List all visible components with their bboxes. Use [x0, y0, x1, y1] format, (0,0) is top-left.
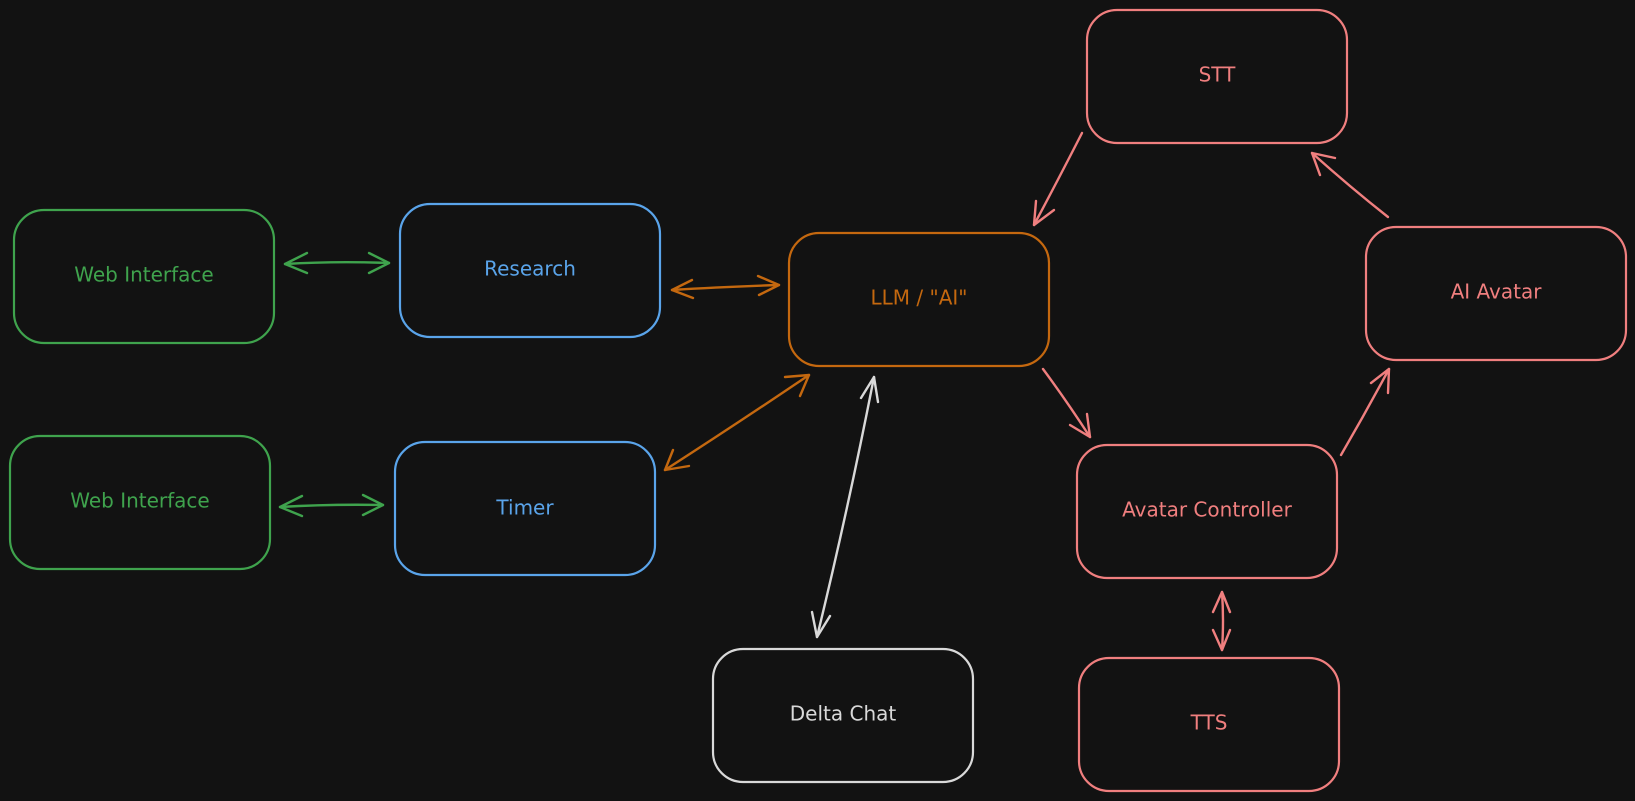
node-label: Timer [495, 496, 554, 520]
edge-line [1220, 590, 1225, 652]
node-box [398, 202, 662, 339]
edge-llm-avatar-controller [1041, 367, 1092, 439]
arrowhead-end [1310, 151, 1337, 177]
node-avatar-controller[interactable]: Avatar Controller [1075, 443, 1339, 580]
node-box [12, 208, 276, 345]
node-box [711, 647, 975, 784]
node-box [1077, 656, 1341, 793]
arrowhead-start [670, 278, 695, 300]
node-label: Research [484, 257, 576, 281]
arrowhead-start [859, 375, 880, 404]
edge-line [670, 283, 781, 292]
arrowhead-end [367, 251, 391, 275]
arrowhead-start [1211, 590, 1232, 614]
edge-line [663, 373, 811, 472]
node-tts[interactable]: TTS [1077, 656, 1341, 793]
arrowhead-end [1032, 199, 1056, 227]
node-label: Avatar Controller [1122, 498, 1292, 522]
node-label: Web Interface [70, 489, 210, 513]
node-label: AI Avatar [1451, 280, 1543, 304]
edge-avatar-controller-ai-avatar [1339, 367, 1391, 457]
node-box [1085, 8, 1349, 145]
edge-line [1339, 367, 1391, 457]
node-web-interface-1[interactable]: Web Interface [12, 208, 276, 345]
arrowhead-start [663, 448, 691, 472]
node-delta-chat[interactable]: Delta Chat [711, 647, 975, 784]
edge-web-interface-1-research [283, 251, 391, 275]
node-box [8, 434, 272, 571]
edge-line [278, 503, 385, 509]
arrowhead-start [283, 251, 309, 275]
arrowhead-end [1369, 367, 1391, 395]
arrowhead-end [361, 493, 385, 517]
edge-line [815, 375, 876, 639]
node-stt[interactable]: STT [1085, 8, 1349, 145]
edge-research-llm [670, 274, 781, 300]
edge-line [283, 261, 391, 266]
edge-line [1041, 367, 1092, 439]
arrowhead-end [756, 274, 781, 297]
edge-web-interface-2-timer [278, 493, 385, 518]
edge-ai-avatar-stt [1310, 151, 1390, 219]
node-label: LLM / "AI" [871, 286, 968, 310]
node-layer: Web Interface Research LLM / "AI" STT AI… [8, 8, 1628, 793]
arrowhead-end [783, 373, 811, 398]
node-timer[interactable]: Timer [393, 440, 657, 577]
node-ai-avatar[interactable]: AI Avatar [1364, 225, 1628, 362]
edge-stt-llm [1032, 131, 1084, 227]
node-research[interactable]: Research [398, 202, 662, 339]
node-label: TTS [1190, 711, 1228, 735]
arrowhead-start [278, 494, 304, 518]
node-web-interface-2[interactable]: Web Interface [8, 434, 272, 571]
arrowhead-end [1068, 412, 1092, 439]
edge-line [1310, 151, 1390, 219]
arrowhead-end [1211, 628, 1232, 652]
node-llm[interactable]: LLM / "AI" [787, 231, 1051, 368]
node-box [393, 440, 657, 577]
node-box [787, 231, 1051, 368]
edge-avatar-controller-tts [1211, 590, 1232, 652]
node-box [1364, 225, 1628, 362]
edge-layer [278, 131, 1391, 652]
arrowhead-end [810, 610, 832, 639]
node-box [1075, 443, 1339, 580]
edge-timer-llm [663, 373, 811, 472]
edge-llm-delta-chat [810, 375, 880, 639]
edge-line [1032, 131, 1084, 227]
node-label: STT [1199, 63, 1237, 87]
node-label: Delta Chat [790, 702, 897, 726]
node-label: Web Interface [74, 263, 214, 287]
